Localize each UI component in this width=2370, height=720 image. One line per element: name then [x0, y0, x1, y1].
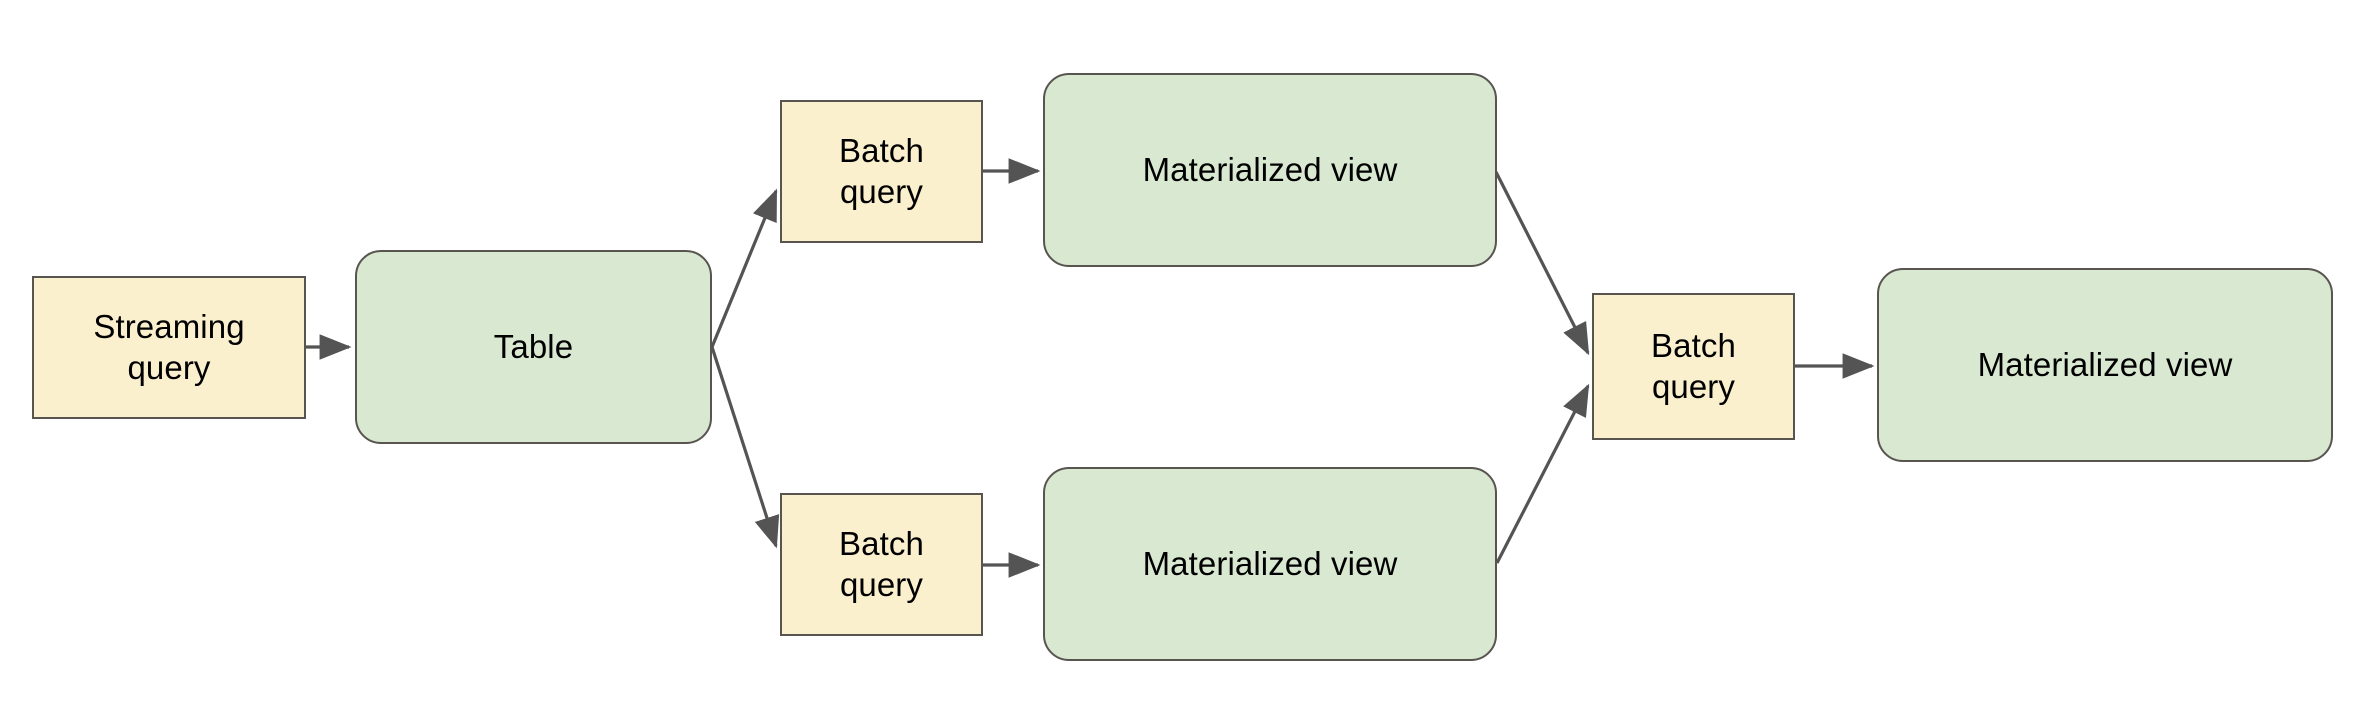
edge-materialized-view-bottom-to-batch-query-join [1495, 383, 1590, 564]
edge-table-to-batch-query-bottom [710, 346, 780, 549]
node-batch-query-join-label: Batch query [1651, 327, 1736, 405]
node-materialized-view-final-label: Materialized view [1977, 345, 2233, 383]
node-table[interactable]: Table [355, 250, 712, 444]
edge-materialized-view-top-to-batch-query-join [1494, 171, 1590, 356]
node-streaming-query-label: Streaming query [93, 308, 245, 386]
edge-table-to-batch-query-top [710, 188, 778, 348]
node-batch-query-bottom[interactable]: Batch query [780, 493, 983, 636]
node-materialized-view-top[interactable]: Materialized view [1043, 73, 1497, 267]
node-batch-query-bottom-label: Batch query [839, 525, 924, 603]
node-batch-query-join[interactable]: Batch query [1592, 293, 1795, 440]
node-materialized-view-bottom-label: Materialized view [1142, 544, 1398, 582]
node-streaming-query[interactable]: Streaming query [32, 276, 306, 419]
node-batch-query-top[interactable]: Batch query [780, 100, 983, 243]
node-materialized-view-final[interactable]: Materialized view [1877, 268, 2333, 462]
node-materialized-view-top-label: Materialized view [1142, 150, 1398, 188]
node-batch-query-top-label: Batch query [839, 132, 924, 210]
node-table-label: Table [493, 327, 574, 365]
node-materialized-view-bottom[interactable]: Materialized view [1043, 467, 1497, 661]
